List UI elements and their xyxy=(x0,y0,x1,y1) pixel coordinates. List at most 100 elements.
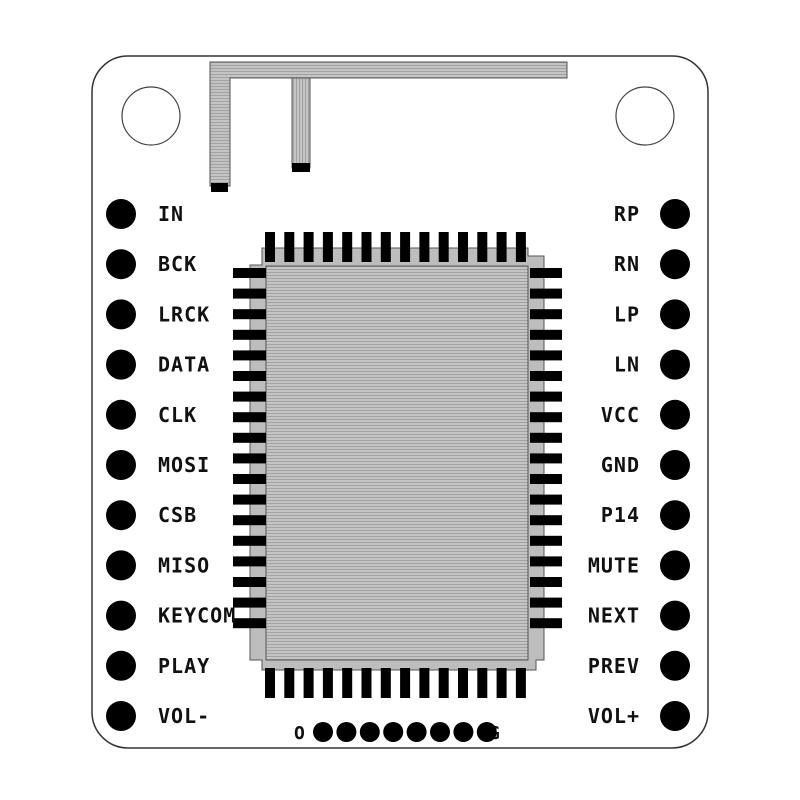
chip-pad-right xyxy=(530,556,562,567)
pin-label-vcc: VCC xyxy=(601,403,640,427)
pin-pad-mute xyxy=(660,550,690,581)
pin-label-lrck: LRCK xyxy=(158,302,210,326)
chip-pad-left xyxy=(233,535,266,546)
pin-label-gnd: GND xyxy=(601,453,640,477)
chip-pad-left xyxy=(233,371,266,381)
chip-pad-top xyxy=(380,232,391,262)
pin-pad-csb xyxy=(106,500,136,531)
pin-label-bck: BCK xyxy=(158,252,197,276)
chip-pad-left xyxy=(233,432,266,443)
chip-pad-left xyxy=(233,474,266,484)
chip-pad-top xyxy=(419,232,430,262)
chip-pad-right xyxy=(530,432,562,443)
chip-pad-left xyxy=(233,556,266,567)
chip-pad-top xyxy=(515,232,526,262)
chip-pad-bottom xyxy=(322,668,333,698)
chip-pad-right xyxy=(530,494,562,505)
pin-pad-mosi xyxy=(106,450,136,480)
chip-pad-bottom xyxy=(458,668,468,698)
bottom-header-pin xyxy=(476,722,497,742)
pin-pad-lrck xyxy=(106,299,136,330)
pin-pad-vcc xyxy=(660,399,690,430)
chip-pad-right xyxy=(530,391,562,402)
pin-pad-play xyxy=(106,650,136,681)
chip-pad-left xyxy=(233,268,266,278)
chip-pad-left xyxy=(233,309,266,320)
chip-pad-right xyxy=(530,268,562,278)
bottom-header-pin xyxy=(453,722,474,742)
chip-pad-top xyxy=(400,232,411,262)
chip-pad-right xyxy=(530,288,562,299)
chip-pad-bottom xyxy=(438,668,449,698)
chip-pad-right xyxy=(530,329,562,340)
chip-pad-left xyxy=(233,288,266,299)
chip-pad-right xyxy=(530,474,562,484)
pin-pad-ln xyxy=(660,349,690,380)
pin-label-play: PLAY xyxy=(158,654,210,678)
chip-pad-top xyxy=(303,232,314,262)
pin-label-miso: MISO xyxy=(158,553,210,577)
bottom-header-pin xyxy=(383,722,404,742)
chip-pad-bottom xyxy=(380,668,391,698)
chip-pad-bottom xyxy=(515,668,526,698)
chip-pad-bottom xyxy=(496,668,507,698)
pcb-antenna xyxy=(209,61,568,192)
chip-pad-right xyxy=(530,577,562,587)
mounting-hole-right xyxy=(615,86,675,146)
pin-pad-gnd xyxy=(660,450,690,480)
pin-label-csb: CSB xyxy=(158,503,197,527)
bottom-header-pin xyxy=(406,722,427,742)
pin-pad-clk xyxy=(106,399,136,430)
chip-pad-top xyxy=(284,232,295,262)
pin-pad-lp xyxy=(660,299,690,330)
pin-label-keycom: KEYCOM xyxy=(158,604,236,628)
chip-pad-bottom xyxy=(477,668,488,698)
chip-pad-right xyxy=(530,515,562,526)
chip-pad-right xyxy=(530,412,562,423)
chip-pad-right xyxy=(530,618,562,629)
chip-pad-right xyxy=(530,371,562,381)
pin-pad-vol- xyxy=(106,701,136,731)
pin-pad-p14 xyxy=(660,500,690,531)
chip-pad-left xyxy=(233,391,266,402)
chip-pad-left xyxy=(233,577,266,587)
bottom-header-left-label: O xyxy=(294,723,305,744)
chip-pad-left xyxy=(233,412,266,423)
chip-pad-right xyxy=(530,309,562,320)
chip-pad-bottom xyxy=(284,668,295,698)
chip-pad-right xyxy=(530,350,562,361)
pin-label-in: IN xyxy=(158,202,184,226)
pin-pad-miso xyxy=(106,550,136,581)
pin-pad-rn xyxy=(660,249,690,280)
chip-pad-bottom xyxy=(303,668,314,698)
pin-label-p14: P14 xyxy=(601,503,640,527)
pin-label-vol+: VOL+ xyxy=(588,704,640,728)
chip-pad-bottom xyxy=(361,668,372,698)
pin-label-mute: MUTE xyxy=(588,553,640,577)
pin-pad-data xyxy=(106,349,136,380)
pin-pad-next xyxy=(660,600,690,631)
mounting-hole-left xyxy=(121,86,181,146)
bottom-header-pin xyxy=(336,722,357,742)
pin-pad-bck xyxy=(106,249,136,280)
pin-label-clk: CLK xyxy=(158,403,197,427)
chip-pad-right xyxy=(530,535,562,546)
pin-label-lp: LP xyxy=(614,302,640,326)
chip-pad-left xyxy=(233,618,266,629)
qfp-chip xyxy=(233,232,562,698)
left-pin-header: INBCKLRCKDATACLKMOSICSBMISOKEYCOMPLAYVOL… xyxy=(106,199,236,731)
pin-label-mosi: MOSI xyxy=(158,453,210,477)
chip-pad-right xyxy=(530,597,562,608)
pin-label-ln: LN xyxy=(614,353,640,377)
pin-pad-prev xyxy=(660,650,690,681)
chip-pad-top xyxy=(477,232,488,262)
pin-label-rn: RN xyxy=(614,252,640,276)
chip-pad-bottom xyxy=(265,668,275,698)
chip-pad-left xyxy=(233,350,266,361)
chip-pad-top xyxy=(322,232,333,262)
chip-pad-left xyxy=(233,515,266,526)
bottom-header-pin xyxy=(430,722,450,742)
chip-pad-left xyxy=(233,453,266,464)
chip-pad-left xyxy=(233,494,266,505)
